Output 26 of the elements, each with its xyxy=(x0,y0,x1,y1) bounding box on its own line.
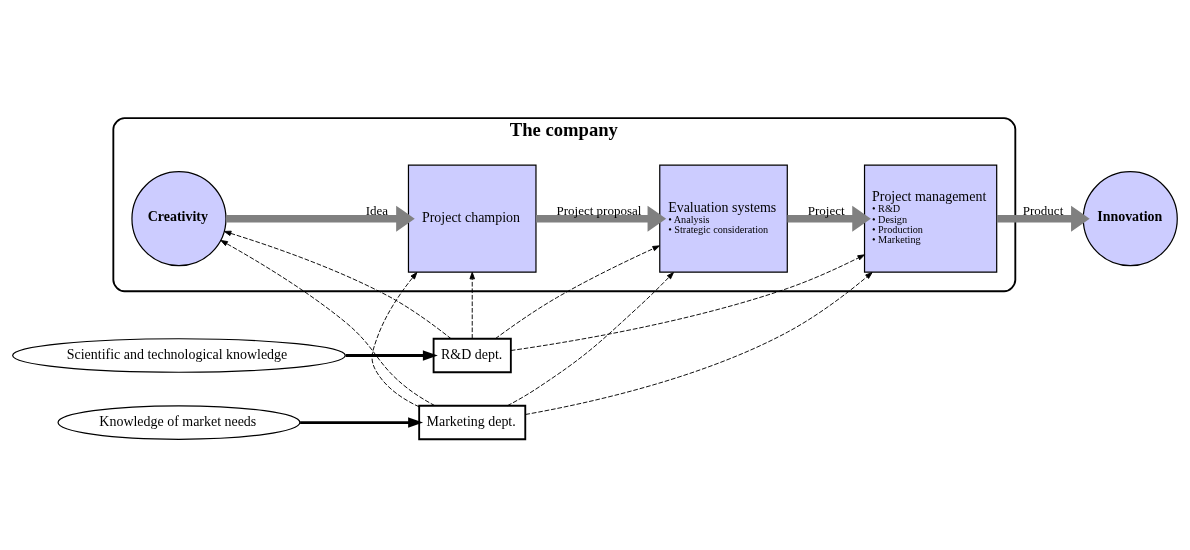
arrow xyxy=(536,205,667,232)
arrow xyxy=(300,417,424,428)
arrow xyxy=(371,272,420,408)
edge-label: Project proposal xyxy=(556,203,642,219)
arrow xyxy=(787,205,871,232)
arrow xyxy=(996,205,1090,232)
node-box: Project champion xyxy=(407,164,537,273)
node-box: Evaluation systems • Analysis • Strategic consideration xyxy=(659,164,788,273)
edge-label: Product xyxy=(1022,203,1064,219)
arrow xyxy=(223,230,452,340)
node-circle: Innovation xyxy=(1082,171,1178,267)
node-ellipse: Knowledge of market needs xyxy=(57,405,301,440)
arrow xyxy=(345,350,438,361)
arrow xyxy=(226,205,415,232)
arrow xyxy=(220,239,436,407)
edge-label: Idea xyxy=(365,203,389,219)
node-box: R&D dept. xyxy=(432,337,512,374)
arrow xyxy=(495,245,660,340)
arrow xyxy=(469,271,475,340)
node-box: Project management • R&D • Design • Production • Marketing xyxy=(863,164,998,273)
arrow xyxy=(506,272,674,407)
node-box: Marketing dept. xyxy=(418,404,527,441)
node-ellipse: Scientific and technological knowledge xyxy=(12,338,346,373)
arrow xyxy=(525,272,873,415)
arrow xyxy=(510,254,865,351)
edge-label: Project xyxy=(807,203,845,219)
